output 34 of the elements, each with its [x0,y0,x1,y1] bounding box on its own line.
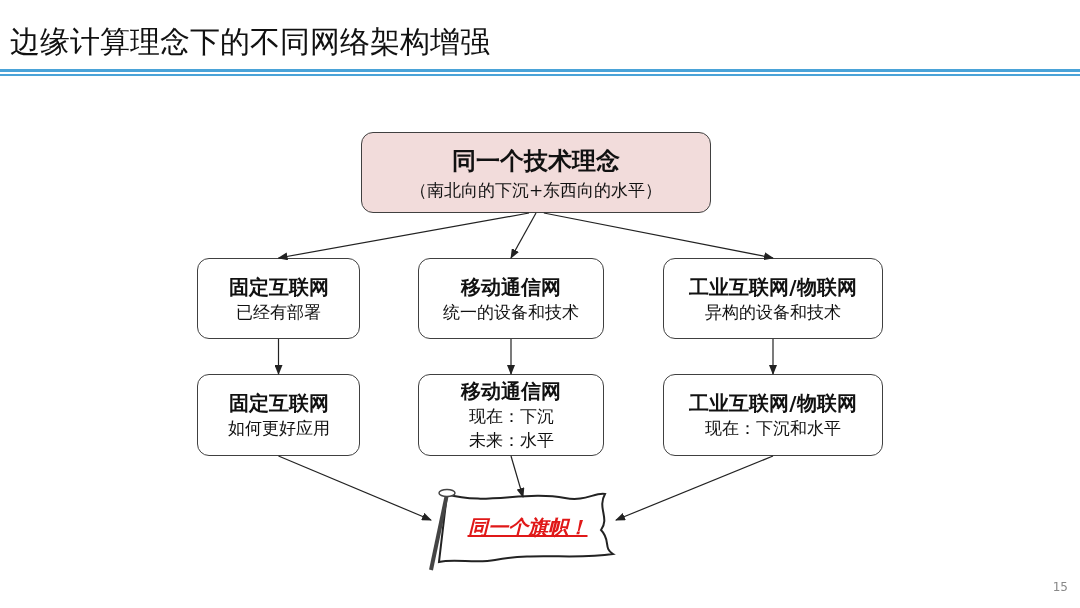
box-text: 如何更好应用 [227,417,330,440]
box-heading: 固定互联网 [228,390,329,416]
box-heading: 移动通信网 [461,273,561,300]
network-box [663,258,883,339]
page-number: 15 [1052,580,1068,594]
arrow [543,212,774,261]
network-box [418,374,604,456]
box-heading: 工业互联网/物联网 [689,390,857,416]
box-text: （南北向的下沉+东西向的水平） [409,178,663,202]
arrow [769,338,777,375]
box-heading: 移动通信网 [461,378,561,404]
slide-title: 边缘计算理念下的不同网络架构增强 [10,23,490,61]
network-box [418,258,604,339]
arrow [510,455,525,498]
arrow [277,212,530,261]
box-text: 现在：下沉和水平 [705,417,841,440]
flag-text: 同一个旗帜！ [467,514,588,541]
box-text: 异构的设备和技术 [705,300,841,324]
box-text: 未来：水平 [468,429,554,452]
arrow [274,338,283,375]
box-heading: 固定互联网 [228,273,329,300]
box-text: 统一的设备和技术 [443,300,579,324]
network-box [663,374,883,456]
network-box [197,374,360,456]
box-text: 已经有部署 [236,300,321,324]
box-heading: 工业互联网/物联网 [689,273,857,300]
arrow [510,212,537,259]
box-heading: 同一个技术理念 [452,145,620,177]
arrow [507,338,515,375]
arrow [615,455,774,521]
concept-box [361,132,711,213]
network-box [197,258,360,339]
box-text: 现在：下沉 [468,405,554,428]
arrow [277,455,432,521]
